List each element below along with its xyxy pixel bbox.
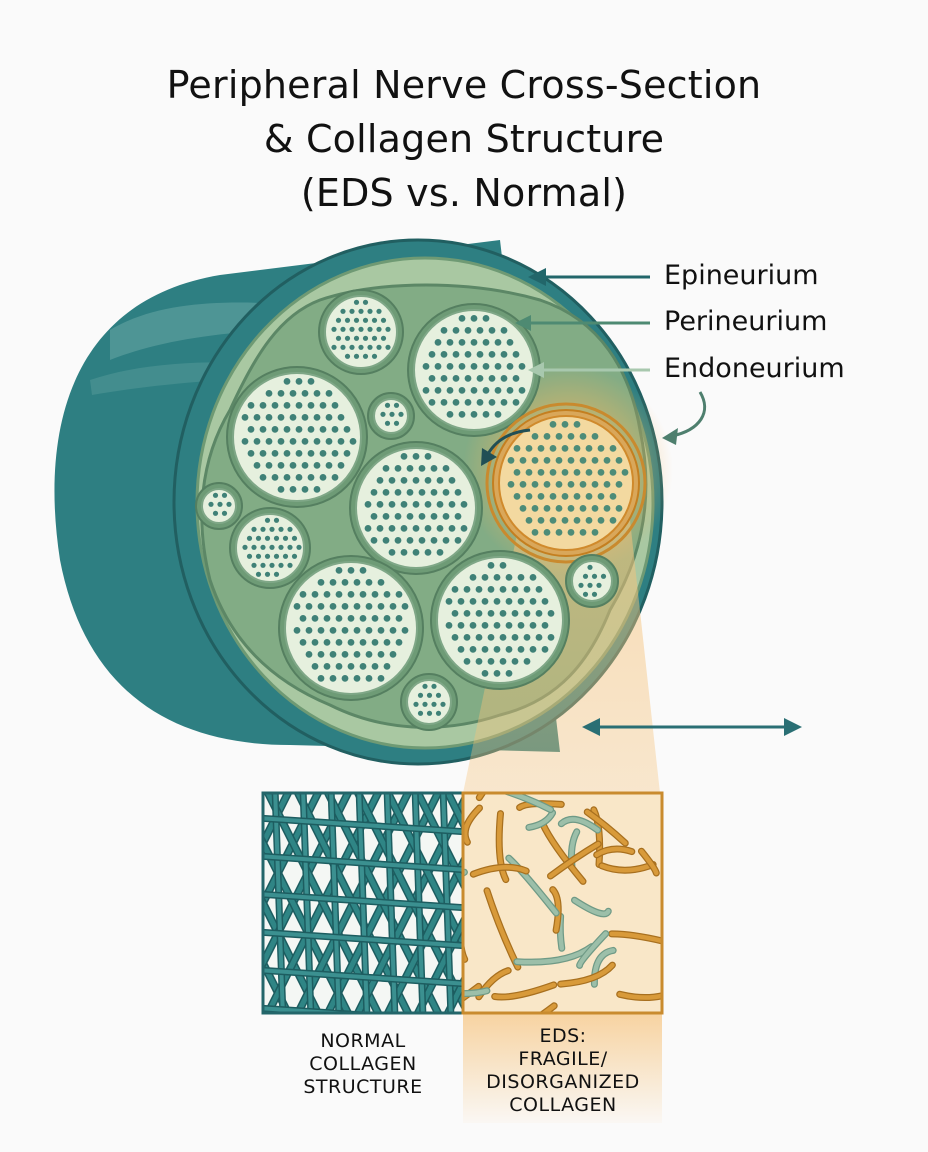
title-line-2: & Collagen Structure xyxy=(263,117,665,161)
eds-caption-glow xyxy=(463,1013,662,1123)
inner-curved-arrow-icon xyxy=(481,428,531,466)
endoneurium-leader xyxy=(528,362,650,378)
perineurium-label: Perineurium xyxy=(664,306,828,337)
normal-caption-line-2: COLLAGEN xyxy=(309,1053,417,1075)
fascicle xyxy=(195,482,243,530)
eds-caption-line-3: DISORGANIZED xyxy=(486,1071,640,1093)
fascicle xyxy=(407,303,541,437)
curved-arrow-icon xyxy=(662,391,707,445)
fascicle xyxy=(367,392,415,440)
fascicle xyxy=(318,289,404,375)
eds-caption-line-1: EDS: xyxy=(539,1025,587,1047)
title-line-3: (EDS vs. Normal) xyxy=(300,171,628,215)
epineurium-label: Epineurium xyxy=(664,260,819,291)
fascicle xyxy=(229,507,311,589)
perineurium-leader xyxy=(515,315,650,331)
fascicle xyxy=(400,673,458,731)
normal-caption: NORMAL COLLAGEN STRUCTURE xyxy=(258,1030,468,1099)
fascicle xyxy=(430,550,570,690)
endoneurium-label: Endoneurium xyxy=(664,353,845,384)
normal-caption-line-3: STRUCTURE xyxy=(303,1076,423,1098)
fascicle xyxy=(565,554,619,608)
epineurium-leader xyxy=(528,268,650,286)
normal-caption-line-1: NORMAL xyxy=(320,1030,406,1052)
fascicle xyxy=(349,441,483,575)
fascicle xyxy=(226,366,368,508)
eds-caption-line-2: FRAGILE/ xyxy=(518,1048,608,1070)
eds-caption: EDS: FRAGILE/ DISORGANIZED COLLAGEN xyxy=(458,1025,668,1117)
double-arrow-icon xyxy=(582,718,802,736)
title-line-1: Peripheral Nerve Cross-Section xyxy=(166,63,762,107)
fascicle xyxy=(278,555,424,701)
diagram-title: Peripheral Nerve Cross-Section & Collage… xyxy=(0,58,928,220)
highlighted-fascicle xyxy=(485,402,647,564)
eds-caption-line-4: COLLAGEN xyxy=(509,1094,617,1116)
